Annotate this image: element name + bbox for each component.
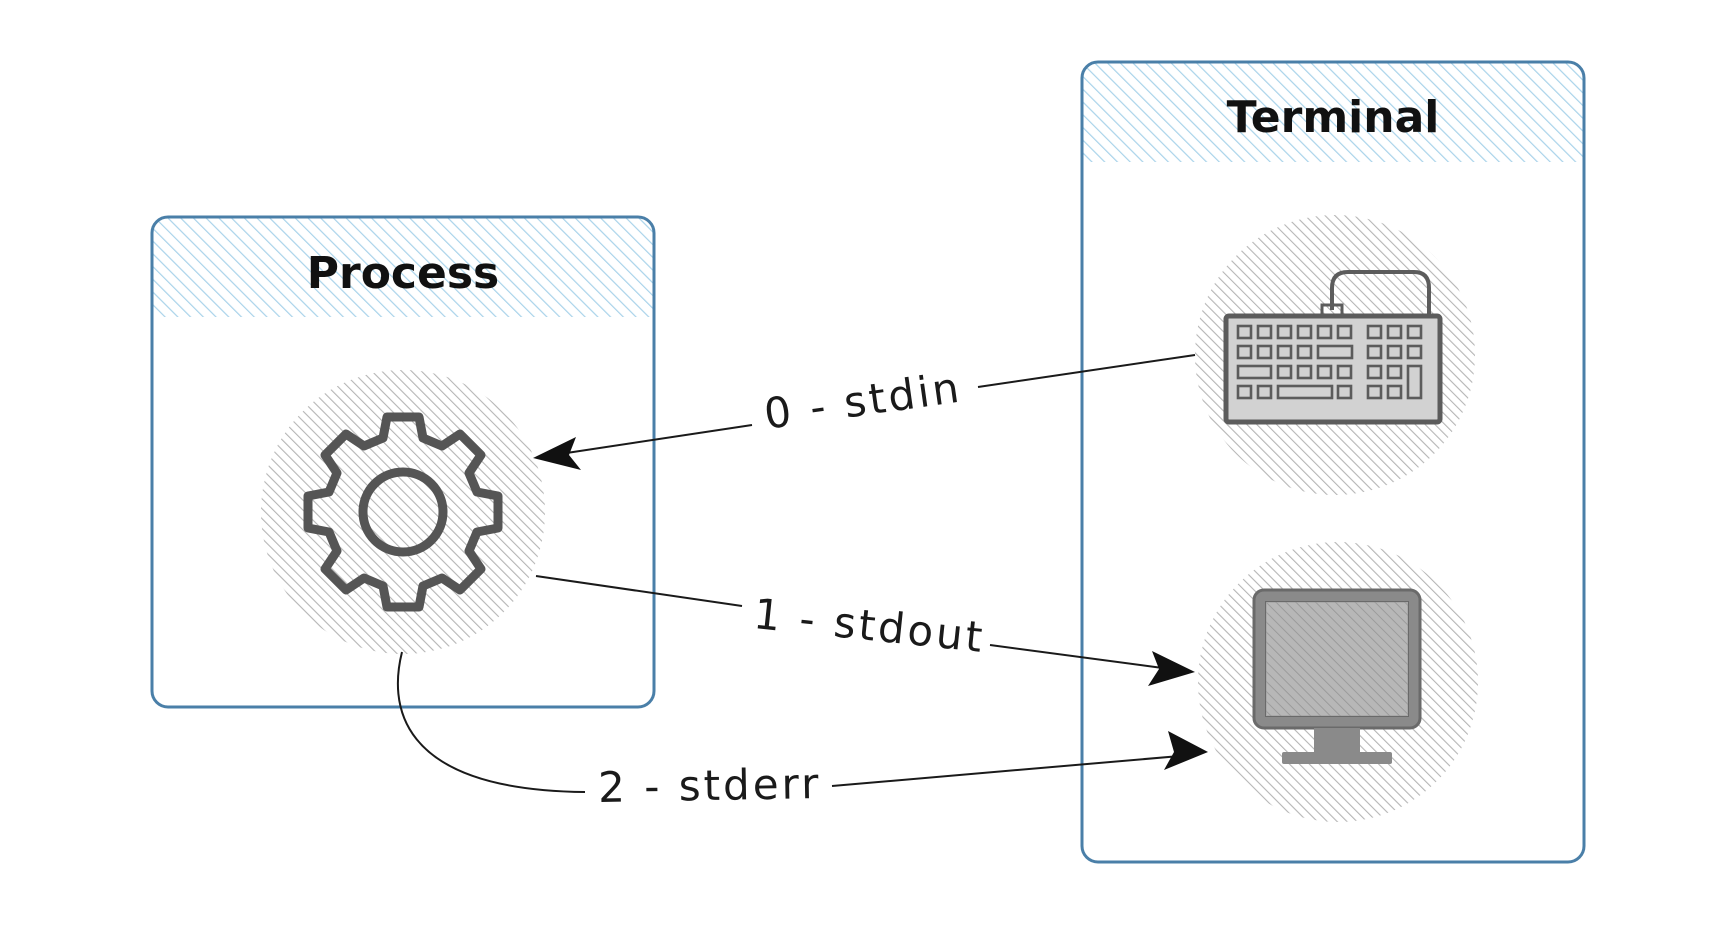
stderr-connector: 2 - stderr — [396, 651, 1208, 812]
gear-icon — [261, 370, 545, 654]
process-title: Process — [307, 248, 499, 299]
terminal-title: Terminal — [1227, 92, 1440, 143]
stderr-line-tail — [831, 755, 1181, 787]
stderr-line — [396, 651, 586, 793]
stdout-connector: 1 - stdout — [535, 575, 1195, 686]
stdin-line — [977, 354, 1196, 388]
stderr-arrowhead — [1164, 731, 1208, 770]
process-box-border — [150, 215, 656, 709]
stdout-arrowhead — [1148, 651, 1195, 686]
stdin-line-tail — [559, 424, 753, 455]
stdout-line — [535, 575, 743, 607]
stdin-connector: 0 - stdin — [533, 354, 1196, 470]
process-box: Process — [150, 215, 656, 709]
process-box-header — [152, 217, 654, 317]
terminal-box-border — [1080, 60, 1586, 864]
terminal-box: Terminal — [1080, 60, 1586, 864]
stdin-label: 0 - stdin — [761, 363, 965, 439]
terminal-box-header — [1082, 62, 1584, 162]
stdout-label: 1 - stdout — [751, 589, 987, 662]
keyboard-icon — [1195, 215, 1475, 495]
monitor-icon — [1198, 542, 1478, 822]
stdout-line-tail — [989, 644, 1171, 670]
stderr-label: 2 - stderr — [598, 759, 822, 812]
stdin-arrowhead — [533, 437, 581, 470]
